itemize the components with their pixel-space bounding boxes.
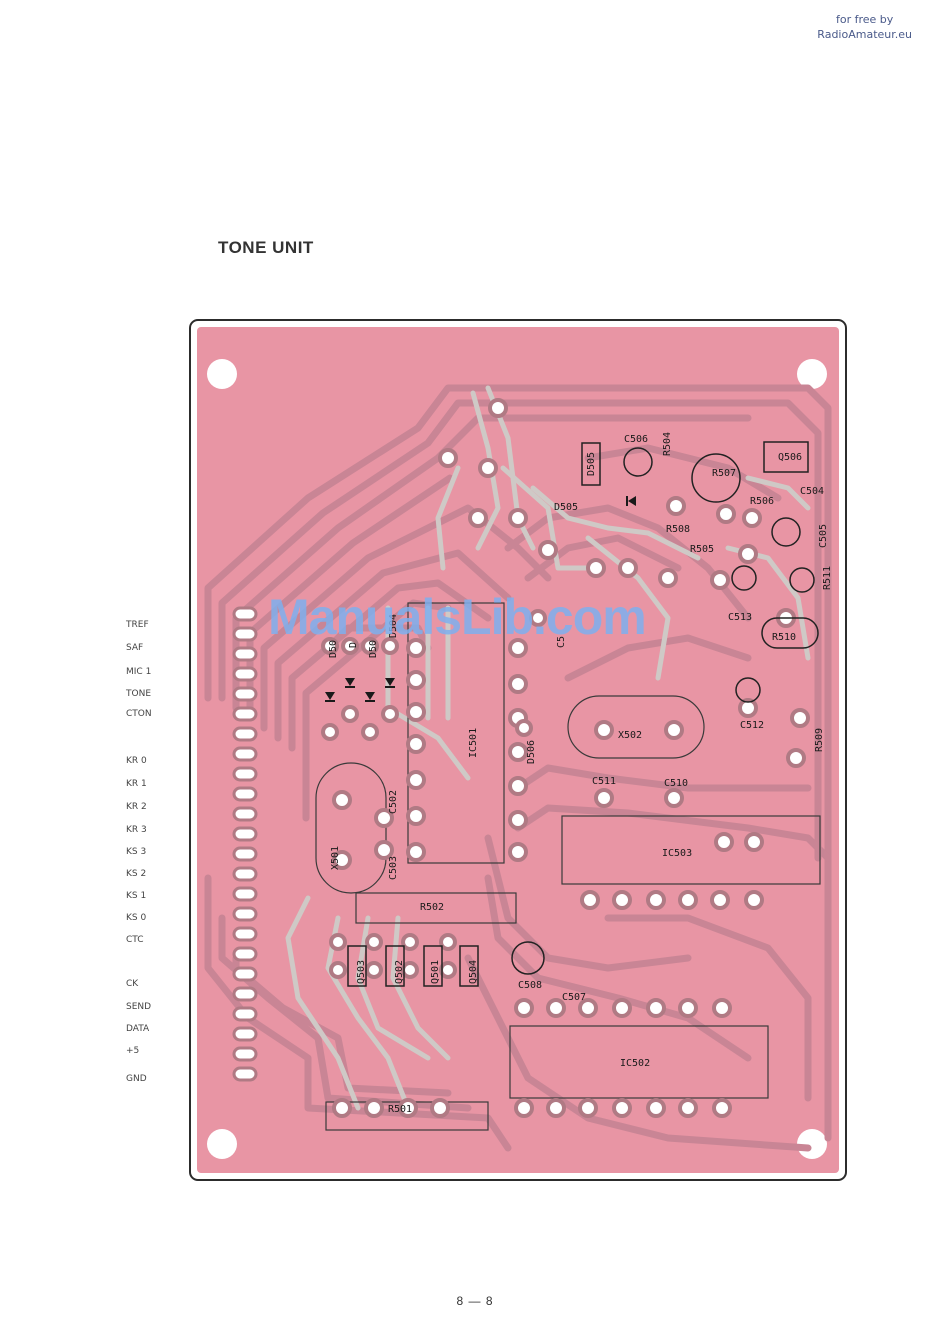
pin-label-ks1: KS 1: [126, 891, 147, 901]
connector-pin-labels: TREF SAF MIC 1 TONE CTON KR 0 KR 1 KR 2 …: [126, 0, 186, 1338]
ref-c512: C512: [740, 720, 764, 731]
pin-label-mic1: MIC 1: [126, 667, 152, 677]
ref-q503: Q503: [356, 960, 367, 984]
ref-q506: Q506: [778, 452, 802, 463]
pin-label-ks3: KS 3: [126, 847, 147, 857]
ref-q504: Q504: [468, 960, 479, 984]
x502-outline: [567, 695, 705, 759]
ref-ic501: IC501: [468, 728, 479, 758]
ref-ic502: IC502: [620, 1058, 650, 1069]
diode-symbols: [325, 496, 636, 702]
component-bodies: [347, 441, 819, 987]
ic503-outline: [561, 815, 821, 885]
pin-label-saf: SAF: [126, 643, 144, 653]
pads: [321, 398, 810, 1118]
ref-d505: D505: [554, 502, 578, 513]
pin-label-send: SEND: [126, 1002, 152, 1012]
ref-c504: C504: [800, 486, 824, 497]
page-number: 8 — 8: [456, 1294, 494, 1308]
ref-c506: C506: [624, 434, 648, 445]
pin-label-ks2: KS 2: [126, 869, 147, 879]
ref-q501: Q501: [430, 960, 441, 984]
x501-outline: [315, 762, 387, 894]
ref-r507: R507: [712, 468, 736, 479]
source-watermark-line1: for free by: [835, 13, 894, 26]
ref-c507: C507: [562, 992, 586, 1003]
ref-ic503: IC503: [662, 848, 692, 859]
ref-c508: C508: [518, 980, 542, 991]
ref-c509: C5: [556, 636, 567, 648]
ref-r505: R505: [690, 544, 714, 555]
pin-label-ks0: KS 0: [126, 913, 147, 923]
ref-r506: R506: [750, 496, 774, 507]
source-watermark: for free by RadioAmateur.eu: [817, 12, 912, 42]
ic-outlines: [315, 602, 821, 1131]
pcb-board: C506 R504 R507 Q506 C504 R506 D505 D505 …: [189, 319, 847, 1181]
ref-r508: R508: [666, 524, 690, 535]
ref-q502: Q502: [394, 960, 405, 984]
mounting-holes: [207, 359, 827, 1159]
ref-c502: C502: [388, 790, 399, 814]
pin-label-kr3: KR 3: [126, 825, 147, 835]
reference-designators: C506 R504 R507 Q506 C504 R506 D505 D505 …: [328, 432, 833, 1115]
ref-r509: R509: [814, 728, 825, 752]
ref-c503: C503: [388, 856, 399, 880]
ref-c510: C510: [664, 778, 688, 789]
ref-r510: R510: [772, 632, 796, 643]
ref-d504: D504: [388, 614, 399, 638]
page-title: TONE UNIT: [218, 238, 314, 257]
edge-connector: [232, 606, 258, 1082]
pin-label-ck: CK: [126, 979, 139, 989]
pin-label-ctc: CTC: [126, 935, 144, 945]
source-watermark-line2: RadioAmateur.eu: [817, 28, 912, 41]
r502-outline: [355, 892, 517, 924]
pin-label-gnd: GND: [126, 1074, 147, 1084]
pin-label-plus5: +5: [126, 1046, 140, 1056]
ic501-outline: [407, 602, 505, 864]
ref-r502: R502: [420, 902, 444, 913]
ref-d502: D: [348, 642, 359, 648]
ref-d506: D506: [526, 740, 537, 764]
pin-label-kr1: KR 1: [126, 779, 147, 789]
ref-c505: C505: [818, 524, 829, 548]
ref-x502: X502: [618, 730, 642, 741]
ref-r511: R511: [822, 566, 833, 590]
manualslib-watermark: ManualsLib.com: [268, 589, 647, 645]
ref-r504: R504: [662, 432, 673, 456]
pin-label-cton: CTON: [126, 709, 152, 719]
ref-c513: C513: [728, 612, 752, 623]
pin-label-data: DATA: [126, 1024, 150, 1034]
ref-x501: X501: [330, 846, 341, 870]
ref-d505-body: D505: [586, 452, 597, 476]
ic502-outline: [509, 1025, 769, 1099]
ref-r501: R501: [388, 1104, 412, 1115]
pin-label-tref: TREF: [126, 620, 149, 630]
ref-d503: D50: [368, 640, 379, 658]
pin-label-kr0: KR 0: [126, 756, 147, 766]
pin-label-kr2: KR 2: [126, 802, 147, 812]
ref-c511: C511: [592, 776, 616, 787]
pin-label-tone: TONE: [126, 689, 152, 699]
ref-d501: D50: [328, 640, 339, 658]
